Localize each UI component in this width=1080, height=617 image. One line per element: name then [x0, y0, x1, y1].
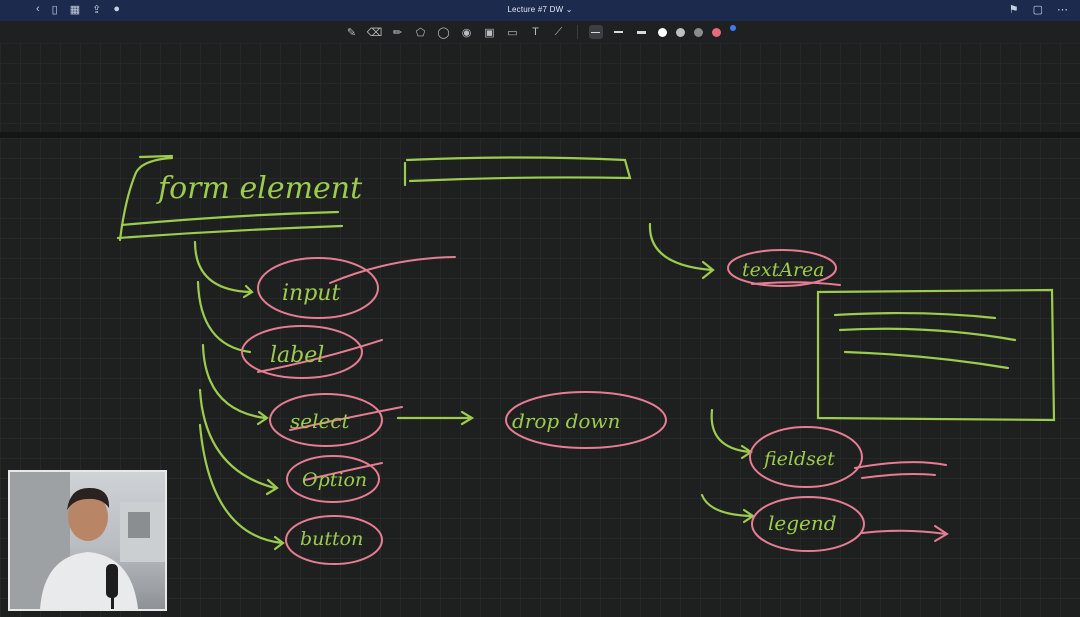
legend-circle [751, 496, 865, 552]
arrow-to-legend [700, 493, 754, 518]
label-circle [241, 325, 363, 379]
thin-stroke-icon[interactable] [588, 25, 603, 39]
option-text: Option [302, 469, 367, 491]
window-title[interactable]: Lecture #7 DW ⌄ [507, 5, 573, 14]
thick-stroke-icon[interactable] [635, 25, 649, 39]
input-circle [257, 257, 379, 319]
top-box-outline [403, 156, 632, 187]
share-icon[interactable]: ⇪ [92, 4, 102, 16]
text-tool-icon[interactable]: T [532, 26, 539, 38]
color-swatch-4[interactable] [711, 27, 721, 37]
medium-stroke-icon[interactable] [612, 25, 626, 39]
drawing-toolbar: ✎ ⌫ ✏ ⬠ ◯ ◉ ▣ ▭ T ⟋ [0, 21, 1080, 43]
toolbar-separator [576, 25, 578, 39]
eraser-tool-icon[interactable]: ⌫ [366, 26, 383, 39]
sticker-tool-icon[interactable]: ◉ [461, 26, 472, 39]
title-bar-right-controls: ⚑ ▢ ⋯ [1009, 3, 1068, 16]
fieldset-circle [749, 426, 863, 488]
arrow-to-input [193, 240, 252, 294]
input-text: input [282, 281, 340, 306]
select-text: select [290, 409, 351, 433]
lasso-tool-icon[interactable]: ◯ [437, 26, 450, 39]
arrow-to-label [196, 280, 252, 354]
title-bar-left-controls: ‹ ▯ ▦ ⇪ ● [36, 3, 120, 16]
dropdown-circle [505, 391, 667, 449]
select-circle [269, 393, 383, 447]
color-swatch-2[interactable] [675, 27, 685, 37]
bookmark-icon[interactable]: ⚑ [1008, 4, 1019, 16]
presenter-webcam [8, 470, 167, 611]
back-icon[interactable]: ‹ [36, 3, 40, 15]
page-divider [0, 132, 1080, 138]
highlighter-tool-icon[interactable]: ✏ [392, 26, 403, 39]
sidebar-icon[interactable]: ▯ [51, 4, 58, 16]
toolbar-tools: ✎ ⌫ ✏ ⬠ ◯ ◉ ▣ ▭ T ⟋ [345, 25, 736, 39]
form-element-underline-2 [116, 224, 344, 240]
arrow-to-option [198, 388, 277, 490]
laser-tool-icon[interactable]: ⟋ [554, 25, 563, 38]
more-icon[interactable]: ⋯ [1057, 4, 1068, 16]
new-page-icon[interactable]: ▢ [1032, 4, 1043, 16]
fieldset-text: fieldset [762, 448, 835, 470]
color-swatch-1[interactable] [657, 27, 667, 37]
arrow-to-fieldset [710, 408, 752, 454]
whiteboard-top-area[interactable] [0, 43, 1080, 135]
drop-down-text: drop down [512, 409, 620, 433]
shapes-tool-icon[interactable]: ⬠ [415, 26, 426, 39]
textarea-box [816, 288, 1056, 422]
option-strike [304, 462, 383, 481]
active-color-indicator [729, 25, 736, 31]
letter-f-flourish [118, 154, 174, 242]
textarea-text: textArea [742, 259, 825, 281]
camera-tool-icon[interactable]: ▭ [507, 26, 518, 39]
label-strike [257, 339, 383, 373]
legend-text: legend [768, 511, 837, 535]
arrow-to-textarea [648, 222, 714, 272]
arrow-to-select [201, 343, 267, 420]
grid-icon[interactable]: ▦ [69, 4, 81, 16]
mic-icon[interactable]: ● [113, 3, 121, 15]
button-text: button [300, 528, 363, 550]
select-strike [289, 406, 403, 431]
form-element-text: form element [156, 171, 363, 206]
legend-arrow [861, 529, 947, 535]
image-tool-icon[interactable]: ▣ [484, 26, 495, 39]
button-circle [285, 515, 383, 565]
textarea-circle [727, 249, 837, 287]
input-strike [329, 256, 456, 284]
option-circle [286, 455, 380, 503]
pen-tool-icon[interactable]: ✎ [346, 26, 357, 39]
presenter-image [10, 472, 165, 609]
form-element-underline-1 [120, 210, 340, 227]
label-text: label [270, 343, 324, 368]
whiteboard-canvas[interactable] [0, 138, 1080, 617]
arrow-to-button [198, 423, 284, 545]
color-swatch-3[interactable] [693, 27, 703, 37]
